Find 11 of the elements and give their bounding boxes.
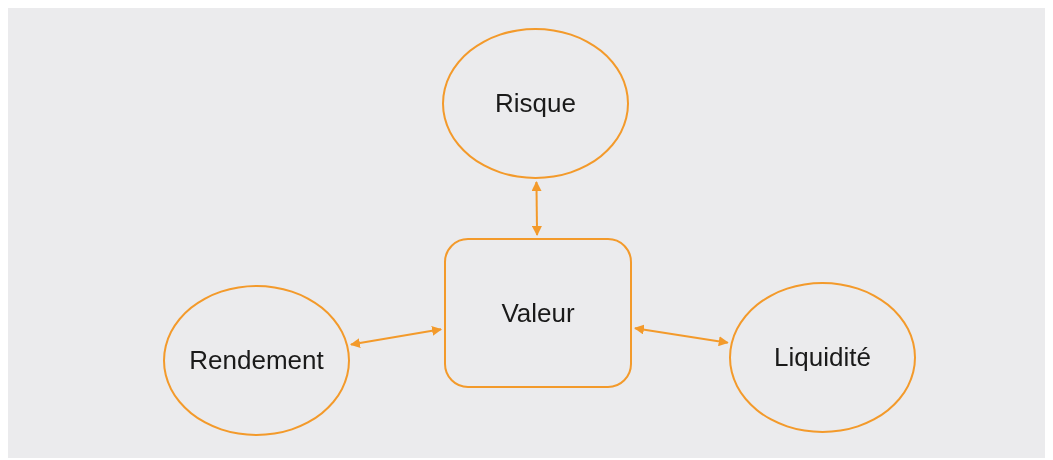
concept-ellipse: [442, 28, 629, 179]
double-arrow: [531, 181, 542, 236]
concept-ellipse: [163, 285, 350, 436]
node-label: Rendement: [189, 344, 324, 377]
double-arrow: [633, 324, 729, 347]
rounded-box: [444, 238, 632, 388]
concept-ellipse: [729, 282, 916, 433]
node-label: Valeur: [501, 296, 575, 330]
double-arrow: [350, 325, 443, 348]
node-label: Risque: [495, 87, 576, 120]
node-label: Liquidité: [774, 341, 871, 374]
